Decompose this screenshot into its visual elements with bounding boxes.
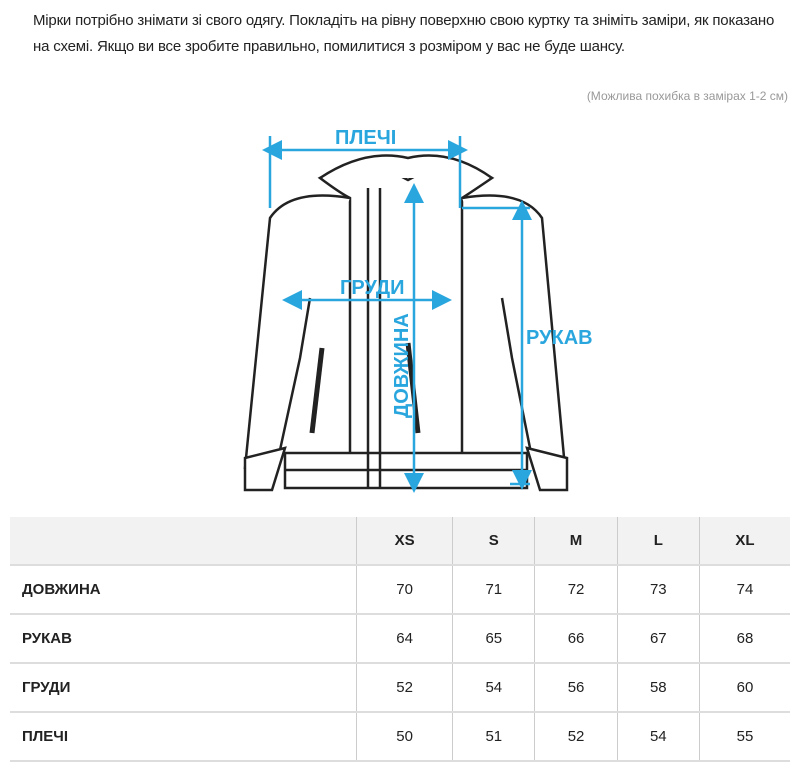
size-header: XL: [698, 517, 790, 566]
measurement-cell: 74: [698, 565, 790, 615]
measurement-cell: 60: [698, 663, 790, 713]
measurement-cell: 52: [355, 663, 453, 713]
measurement-cell: 54: [452, 663, 535, 713]
label-sleeve: РУКАВ: [526, 327, 593, 349]
label-shoulders: ПЛЕЧІ: [335, 127, 396, 149]
measurement-cell: 56: [534, 663, 618, 713]
row-label: ПЛЕЧІ: [10, 712, 357, 762]
label-length: ДОВЖИНА: [391, 313, 413, 418]
intro-text: Мірки потрібно знімати зі свого одягу. П…: [33, 12, 775, 55]
label-chest: ГРУДИ: [340, 277, 404, 299]
measurement-cell: 50: [355, 712, 453, 762]
measurement-cell: 54: [616, 712, 700, 762]
size-header: S: [452, 517, 535, 566]
measurement-error-note: (Можлива похибка в замірах 1-2 см): [586, 89, 788, 103]
measurement-cell: 65: [452, 614, 535, 664]
size-header: XS: [355, 517, 453, 566]
size-header: L: [616, 517, 700, 566]
measurement-cell: 51: [452, 712, 535, 762]
row-label: ГРУДИ: [10, 663, 357, 713]
measurement-cell: 71: [452, 565, 535, 615]
measurement-cell: 64: [355, 614, 453, 664]
measurement-cell: 72: [534, 565, 618, 615]
measurement-cell: 55: [698, 712, 790, 762]
measurement-cell: 66: [534, 614, 618, 664]
row-label: РУКАВ: [10, 614, 357, 664]
row-label: ДОВЖИНА: [10, 565, 357, 615]
measurement-cell: 73: [616, 565, 700, 615]
measurement-cell: 52: [534, 712, 618, 762]
size-header: M: [534, 517, 618, 566]
measurement-cell: 70: [355, 565, 453, 615]
header-blank: [10, 517, 357, 566]
table-header-row: XS S M L XL: [10, 517, 790, 566]
jacket-measurement-diagram: ПЛЕЧІ ГРУДИ ДОВЖИНА РУКАВ: [243, 127, 593, 493]
measurement-cell: 67: [616, 614, 700, 664]
measurement-cell: 58: [616, 663, 700, 713]
measurement-cell: 68: [698, 614, 790, 664]
